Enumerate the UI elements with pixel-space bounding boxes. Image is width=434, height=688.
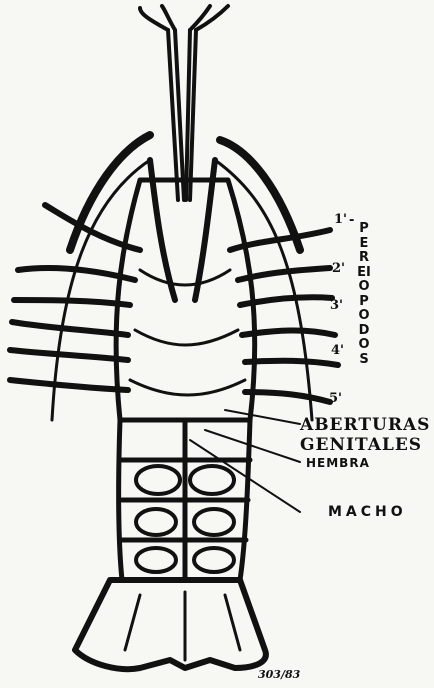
male-label: MACHO	[328, 504, 407, 520]
abdomen	[119, 420, 250, 580]
openings-label-line1: ABERTURAS	[300, 415, 430, 435]
leg-number-2: 2'	[332, 261, 345, 276]
leg-number-1-dash: -	[349, 213, 354, 228]
pereiopods-label: PEREIOPODOS	[356, 222, 372, 367]
female-label: HEMBRA	[306, 456, 370, 470]
leg-number-4: 4'	[331, 343, 344, 358]
leg-number-3: 3'	[330, 298, 343, 313]
openings-label-line2: GENITALES	[300, 435, 422, 455]
tail-fan	[75, 580, 266, 669]
signature: 303/83	[258, 668, 300, 681]
leg-number-1: 1'	[334, 212, 347, 227]
leg-number-5: 5'	[329, 391, 342, 406]
